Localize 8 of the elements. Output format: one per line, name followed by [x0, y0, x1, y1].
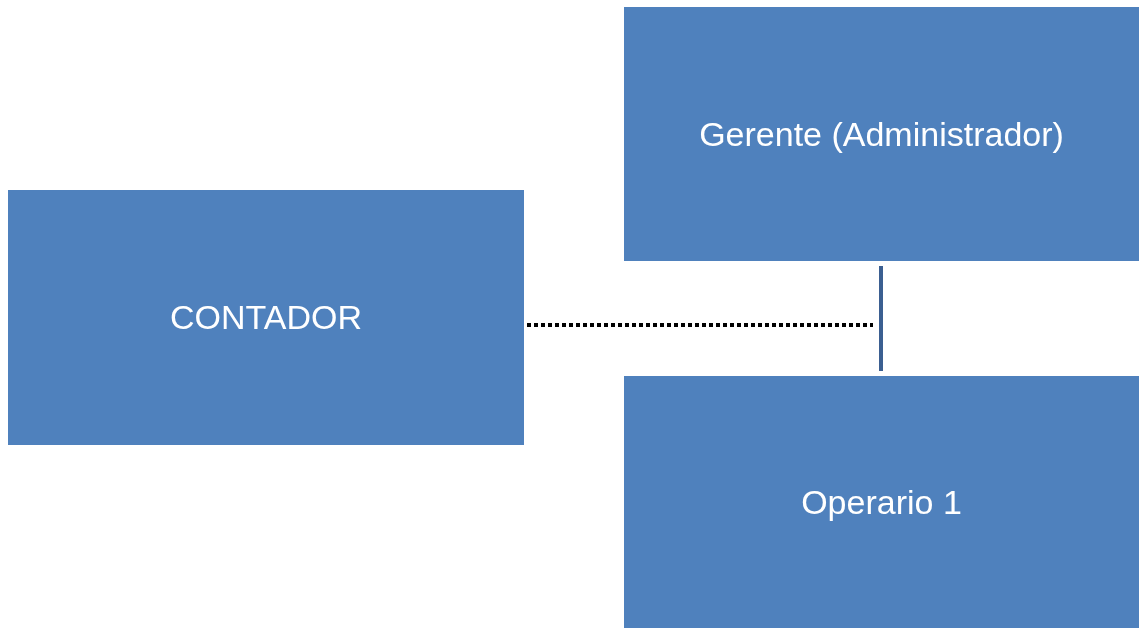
connector-line: [879, 266, 883, 371]
dotted-connector: [527, 323, 873, 327]
role-box: [8, 190, 524, 445]
role-box: [624, 7, 1139, 261]
role-label: CONTADOR: [170, 298, 362, 337]
role-box: [624, 376, 1139, 628]
role-label: Operario 1: [801, 482, 962, 522]
role-label: Gerente (Administrador): [699, 114, 1064, 154]
